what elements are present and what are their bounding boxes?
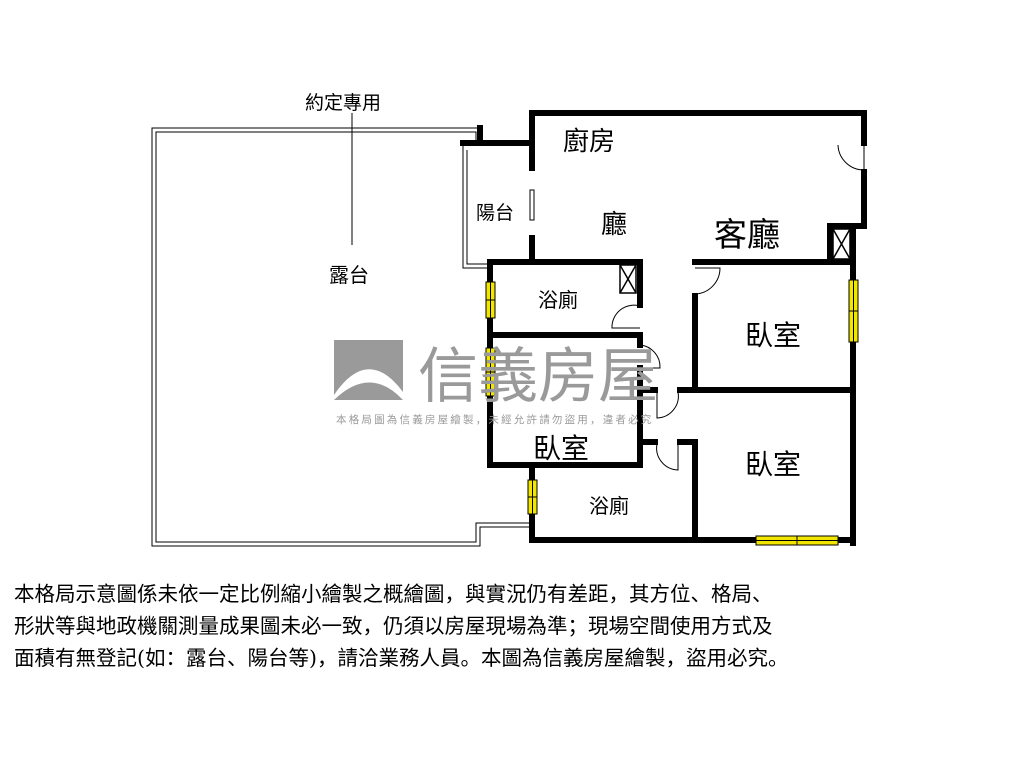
terrace-outline: [151, 127, 532, 547]
sliding-door-icon: [529, 189, 535, 221]
label-living-room: 客廳: [714, 215, 780, 254]
label-bedroom-3: 臥室: [745, 448, 801, 481]
walls: [460, 110, 867, 546]
watermark: 信義房屋 本格局圖為信義房屋繪製，未經允許請勿盜用，違者必究: [334, 340, 658, 426]
door-icon: [611, 144, 865, 471]
window-icon: [485, 279, 859, 546]
disclaimer-line: 本格局示意圖係未依一定比例縮小繪製之概繪圖，與實況仍有差距，其方位、格局、: [14, 582, 773, 606]
disclaimer: 本格局示意圖係未依一定比例縮小繪製之概繪圖，與實況仍有差距，其方位、格局、 形狀…: [14, 578, 1014, 674]
label-terrace: 露台: [329, 263, 369, 287]
shaft-icon: [619, 228, 851, 294]
label-kitchen: 廚房: [563, 127, 615, 157]
watermark-brand: 信義房屋: [418, 342, 658, 412]
watermark-notice: 本格局圖為信義房屋繪製，未經允許請勿盜用，違者必究: [336, 413, 654, 426]
disclaimer-line: 面積有無登記(如：露台、陽台等)，請洽業務人員。本圖為信義房屋繪製，盜用必究。: [14, 646, 789, 670]
balcony-outline: [462, 143, 490, 269]
label-reserved-use: 約定專用: [305, 92, 381, 114]
brand-logo-icon: [334, 340, 403, 400]
label-bath-1: 浴廁: [538, 288, 578, 312]
floor-plan: 信義房屋 本格局圖為信義房屋繪製，未經允許請勿盜用，違者必究 約定專用 露台 陽…: [151, 92, 867, 547]
label-bedroom-2: 臥室: [533, 432, 589, 465]
label-hall: 廳: [601, 210, 627, 240]
label-bedroom-1: 臥室: [745, 319, 801, 352]
disclaimer-line: 形狀等與地政機關測量成果圖未必一致，仍須以房屋現場為準；現場空間使用方式及: [14, 614, 773, 638]
label-balcony: 陽台: [476, 202, 514, 224]
label-bath-2: 浴廁: [589, 494, 629, 518]
